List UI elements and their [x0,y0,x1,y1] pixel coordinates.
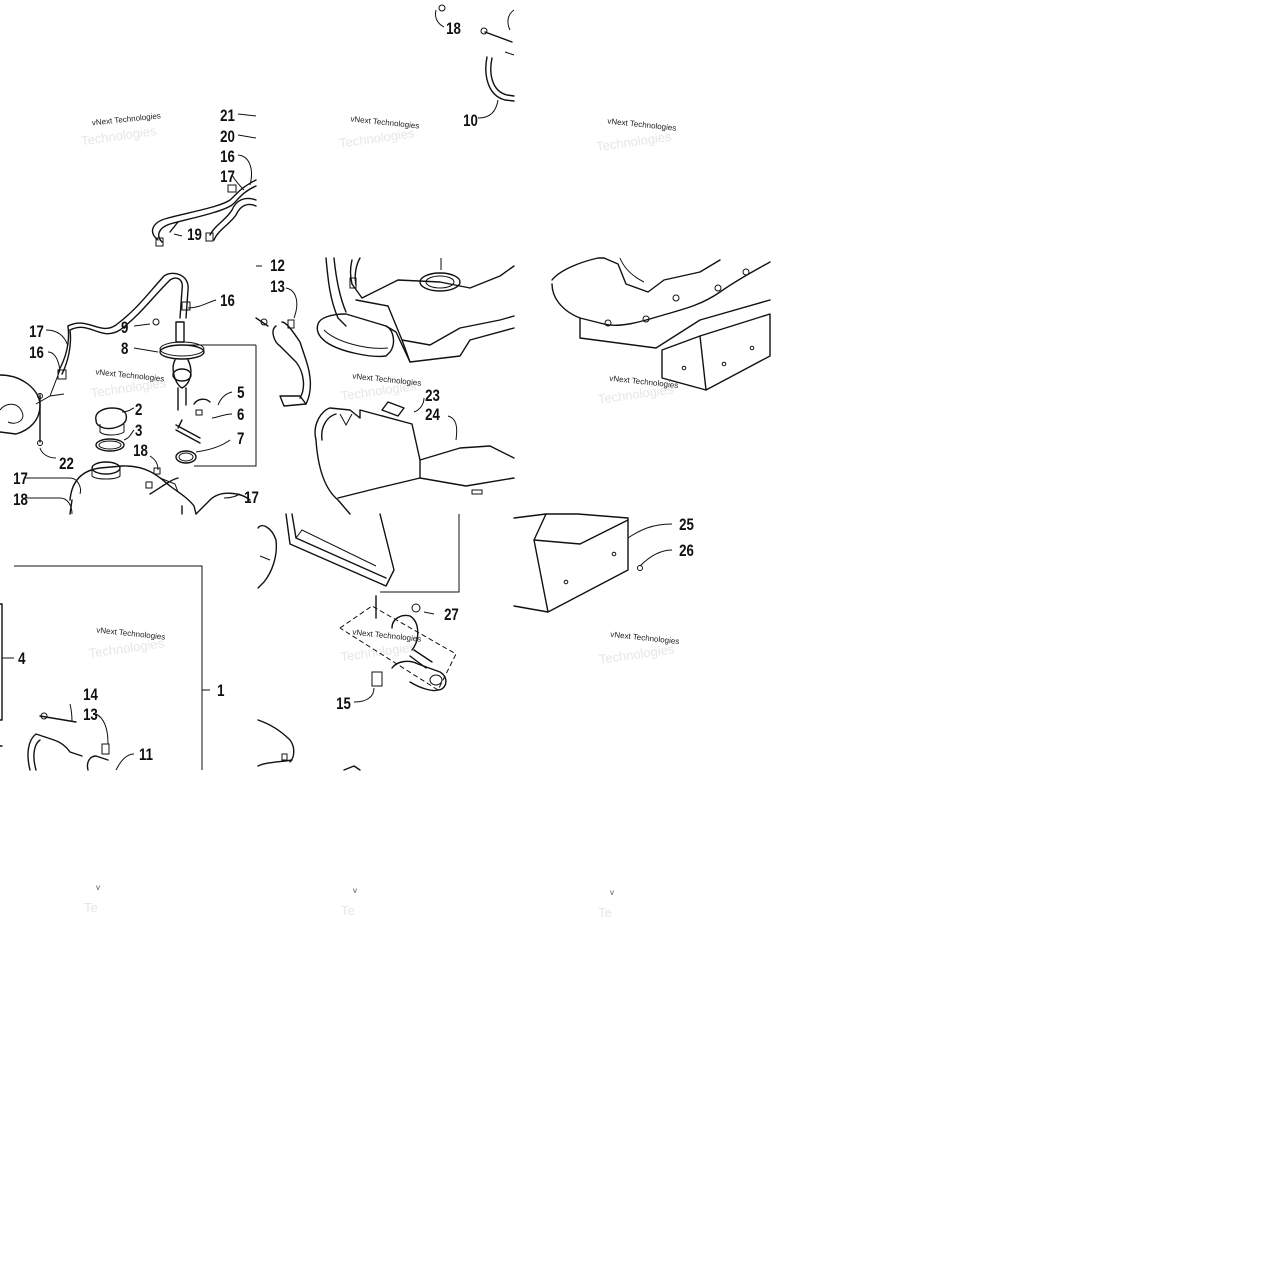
callout-16: 16 [29,344,44,363]
callout-11: 11 [139,746,153,765]
callout-6: 6 [237,406,244,425]
callout-18: 18 [13,491,28,510]
callout-21: 21 [220,107,235,126]
callout-9: 9 [121,319,128,338]
callout-23: 23 [425,387,440,406]
callout-7: 7 [237,430,244,449]
tile-seat-bracket [435,4,515,119]
watermark-cut: v [353,886,357,895]
callout-1: 1 [217,682,225,701]
callout-17: 17 [244,489,259,508]
watermark-text: vNext Technologies [610,630,680,646]
callout-20: 20 [220,128,235,147]
watermark-cut: Te [598,905,612,920]
watermark-faint: Technologies [338,125,416,150]
tile-fuel-pump [0,272,257,515]
watermark-cut: Te [341,903,355,918]
callout-4: 4 [18,650,26,669]
callout-13: 13 [270,278,285,297]
watermark-text: vNext Technologies [352,628,422,644]
callout-18: 18 [133,442,148,461]
callout-17: 17 [220,168,235,187]
callout-10: 10 [463,112,478,131]
tile-mount-bracket [257,513,460,771]
callout-17: 17 [13,470,28,489]
callout-26: 26 [679,542,694,561]
callout-19: 19 [187,226,202,245]
watermark-faint: Technologies [598,641,676,666]
callout-8: 8 [121,340,128,359]
watermark-cut: v [610,888,614,897]
callout-16: 16 [220,148,235,167]
callout-16: 16 [220,292,235,311]
watermark-cut: v [96,883,100,892]
callout-12: 12 [270,257,285,276]
callout-2: 2 [135,401,142,420]
callout-labels: 18 10 21 20 16 17 19 16 17 9 16 8 5 6 2 … [13,20,694,765]
watermark-faint: Technologies [595,129,673,154]
callout-22: 22 [59,455,74,474]
watermark-text: vNext Technologies [350,114,420,130]
callout-13: 13 [83,706,98,725]
tile-seat-base [255,257,515,515]
tile-footwell-panel [513,513,673,613]
callout-3: 3 [135,422,142,441]
tile-fuel-hoses [151,113,257,247]
callout-27: 27 [444,606,459,625]
tile-side-panel [551,257,771,391]
callout-17: 17 [29,323,44,342]
tile-storage-box [0,565,210,771]
callout-25: 25 [679,516,694,535]
watermark-cut: Te [84,900,98,915]
callout-5: 5 [237,384,245,403]
callout-24: 24 [425,406,440,425]
callout-18: 18 [446,20,461,39]
watermark-faint: Technologies [340,639,418,664]
watermark-text: vNext Technologies [607,117,677,133]
callout-14: 14 [83,686,98,705]
callout-15: 15 [336,695,351,714]
